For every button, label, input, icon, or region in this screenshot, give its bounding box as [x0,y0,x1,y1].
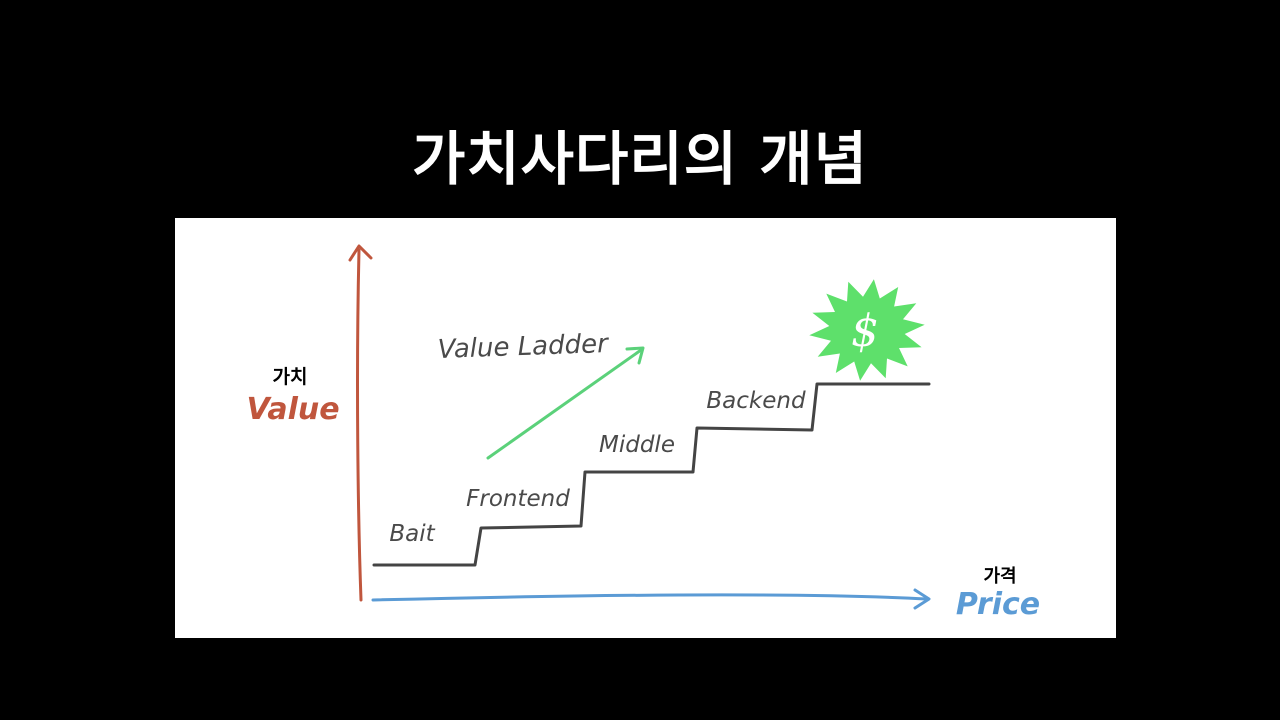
slide-title: 가치사다리의 개념 [411,125,869,193]
value-ladder-arrowhead [625,346,645,365]
y-axis-label-en: Value [246,392,339,427]
value-axis-arrowhead [348,244,373,262]
starburst-dollar-icon: $ [809,279,925,381]
value-ladder-arrow [486,348,643,460]
value-ladder-label: Value Ladder [437,329,610,365]
step-label-middle: Middle [599,432,675,458]
value-axis-line [356,248,363,602]
step-label-backend: Backend [706,388,806,414]
value-ladder-diagram: $ 가치 Value 가격 Price Value Ladder Bait Fr… [246,244,1040,622]
y-axis-label-ko: 가치 [273,366,308,388]
step-label-bait: Bait [389,521,435,547]
price-axis-arrowhead [913,588,931,610]
x-axis-label-ko: 가격 [983,566,1016,587]
step-label-frontend: Frontend [466,486,570,512]
price-axis-line [371,593,929,602]
badge-dollar-sign: $ [851,306,879,357]
diagram-panel: $ 가치 Value 가격 Price Value Ladder Bait Fr… [175,218,1116,638]
x-axis-label-en: Price [956,587,1040,622]
starburst-shape [809,279,925,381]
ladder-stairs [372,382,931,567]
